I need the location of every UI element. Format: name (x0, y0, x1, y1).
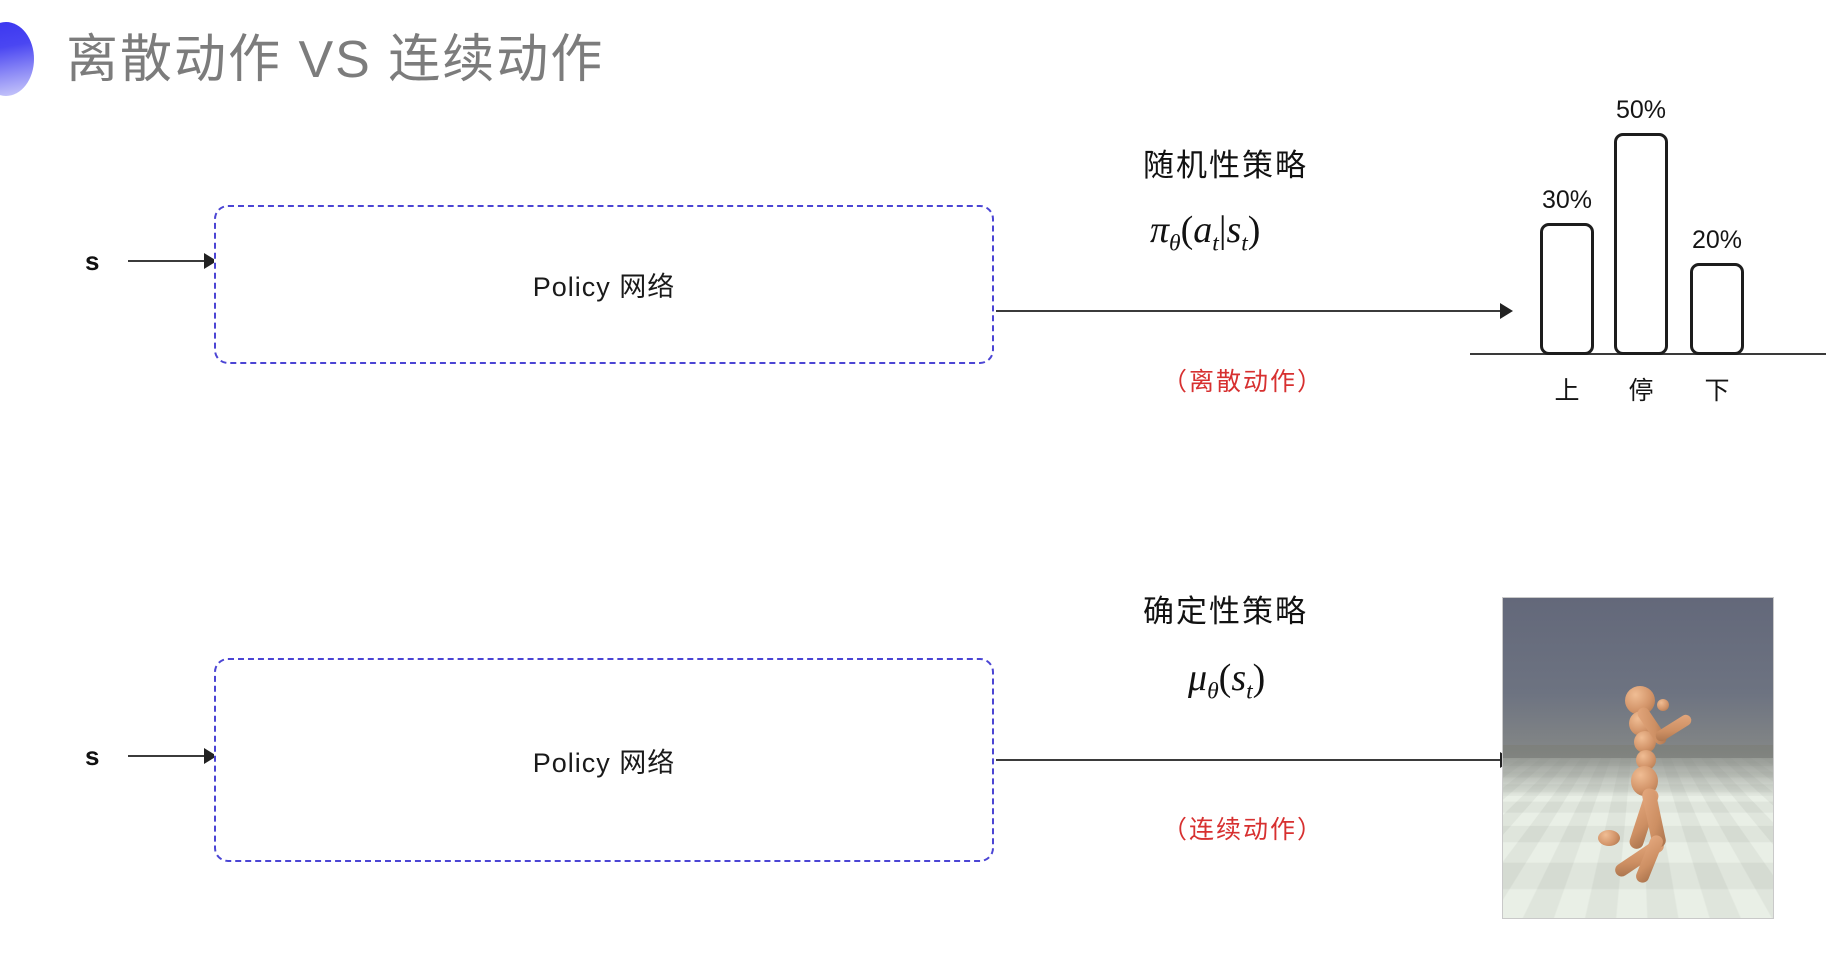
input-arrow-line-continuous (128, 755, 206, 757)
annotation-title-deterministic: 确定性策略 (1143, 594, 1308, 629)
bar-group-3: 20% 下 (1690, 55, 1744, 405)
formula-theta-2: θ (1207, 678, 1219, 705)
input-arrow-line-discrete (128, 260, 206, 262)
red-note-continuous: （连续动作） (1162, 816, 1325, 844)
formula-given-bar: | (1218, 209, 1227, 251)
bar-category-label-1: 上 (1554, 377, 1580, 405)
page-title: 离散动作 VS 连续动作 (66, 31, 605, 89)
humanoid-abdomen (1634, 731, 1656, 753)
bar-rect-1[interactable] (1540, 223, 1594, 355)
formula-close-paren-2: ) (1252, 657, 1266, 699)
output-arrow-line-discrete (996, 310, 1506, 312)
formula-pi: π (1150, 209, 1170, 251)
bar-value-label-2: 50% (1615, 96, 1667, 124)
bar-category-label-3: 下 (1704, 377, 1730, 405)
input-arrow-head-discrete (204, 253, 217, 269)
formula-s-subscript-2: t (1246, 678, 1253, 705)
formula-s-2: s (1231, 657, 1247, 699)
mujoco-humanoid-image (1502, 597, 1774, 919)
red-note-discrete: （离散动作） (1162, 368, 1325, 396)
title-bullet-icon (0, 22, 34, 96)
formula-open-paren-2: ( (1218, 657, 1232, 699)
formula-a: a (1193, 209, 1213, 251)
row-discrete-action: s Policy 网络 随机性策略 πθ(at|st) （离散动作） (0, 148, 1846, 480)
policy-network-label-discrete: Policy 网络 (532, 272, 676, 302)
bar-rect-2[interactable] (1614, 133, 1668, 355)
bar-rect-3[interactable] (1690, 263, 1744, 355)
formula-a-subscript: t (1212, 230, 1219, 257)
formula-deterministic-policy: μθ(st) (1188, 656, 1265, 706)
annotation-title-stochastic: 随机性策略 (1143, 148, 1308, 183)
state-input-label-discrete: s (85, 246, 100, 276)
policy-network-box-discrete[interactable]: Policy 网络 (214, 205, 994, 364)
output-arrow-head-discrete (1500, 303, 1513, 319)
formula-close-paren: ) (1247, 209, 1261, 251)
output-arrow-line-continuous (996, 759, 1506, 761)
humanoid-foot-front (1598, 830, 1620, 846)
formula-mu: μ (1188, 657, 1208, 699)
bar-group-1: 30% 上 (1540, 55, 1594, 405)
formula-stochastic-policy: πθ(at|st) (1150, 208, 1260, 258)
action-distribution-bar-chart: 30% 上 50% 停 20% 下 (1470, 96, 1830, 410)
state-input-label-continuous: s (85, 741, 100, 771)
formula-s-subscript: t (1241, 230, 1248, 257)
bar-value-label-1: 30% (1541, 186, 1593, 214)
input-arrow-head-continuous (204, 748, 217, 764)
row-continuous-action: s Policy 网络 确定性策略 μθ(st) （连续动作） (0, 594, 1846, 930)
bar-group-2: 50% 停 (1614, 55, 1668, 405)
humanoid-waist (1636, 750, 1656, 770)
formula-s: s (1226, 209, 1242, 251)
bar-category-label-2: 停 (1628, 377, 1654, 405)
humanoid-hand (1657, 699, 1669, 711)
policy-network-label-continuous: Policy 网络 (532, 747, 676, 778)
formula-open-paren: ( (1180, 209, 1194, 251)
formula-theta: θ (1169, 230, 1181, 257)
bar-value-label-3: 20% (1691, 226, 1743, 254)
policy-network-box-continuous[interactable]: Policy 网络 (214, 658, 994, 862)
